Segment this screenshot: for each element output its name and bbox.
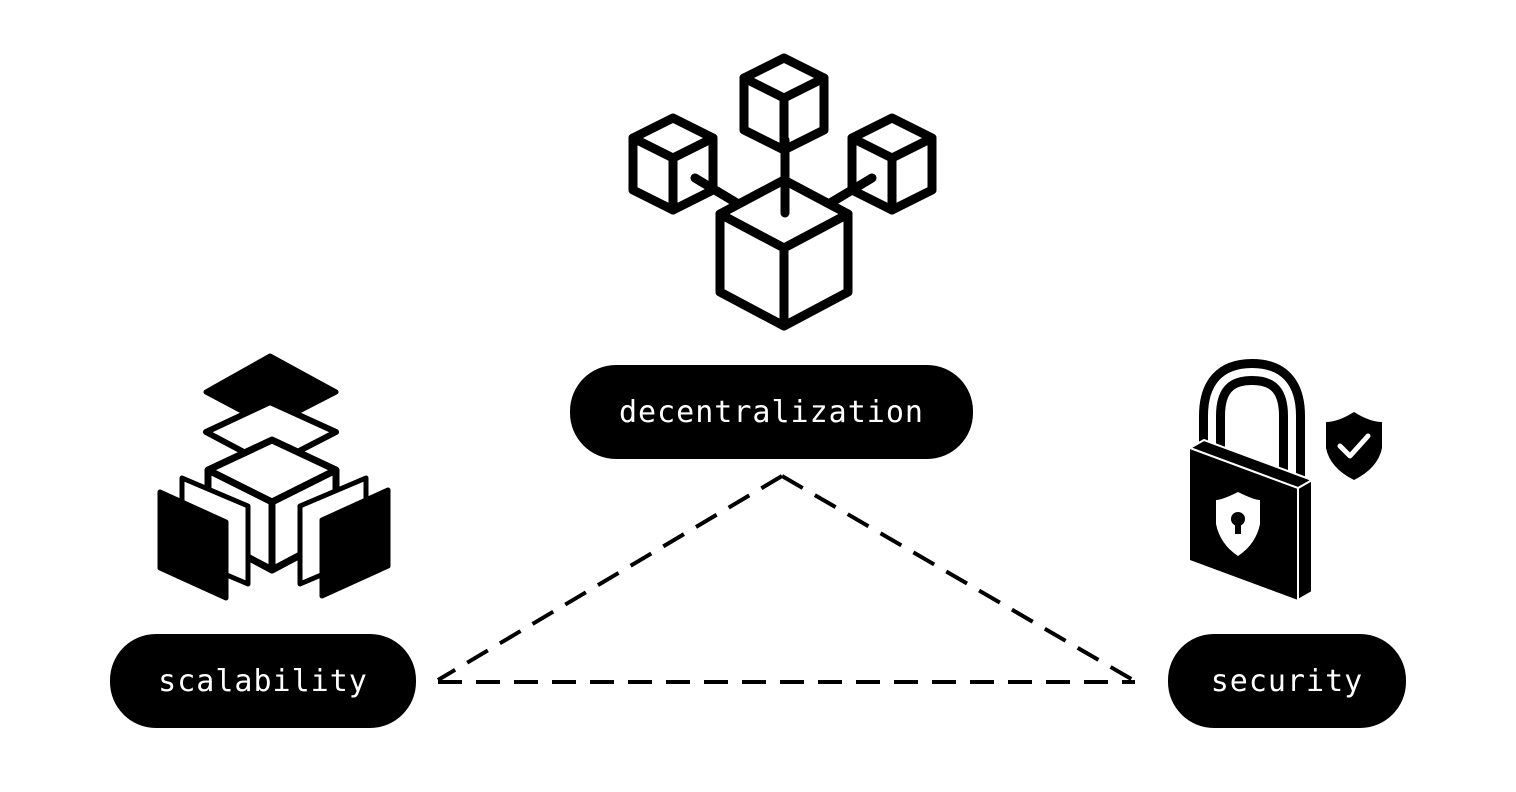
blockchain-network-icon [628,53,937,331]
scalability-label-text: scalability [158,663,368,699]
security-label: security [1168,634,1406,728]
decentralization-label: decentralization [570,365,973,459]
connector-decentralization-security [780,474,1135,682]
padlock-shield-icon [1187,358,1382,602]
decentralization-label-text: decentralization [619,394,924,430]
scalability-label: scalability [110,634,416,728]
security-label-text: security [1210,663,1364,699]
connector-lines [436,474,1135,684]
stacked-cube-layers-icon [157,353,391,601]
connector-decentralization-scalability [436,474,784,682]
